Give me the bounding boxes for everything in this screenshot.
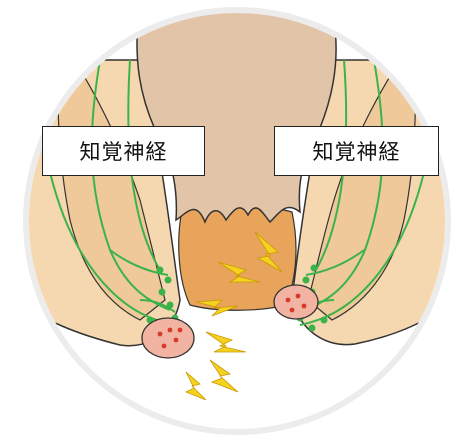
sensory-nerve-label-right: 知覚神経 bbox=[274, 126, 439, 176]
sensory-nerve-label-left: 知覚神経 bbox=[42, 126, 205, 176]
right-hemorrhoid bbox=[274, 285, 318, 319]
left-hemorrhoid bbox=[142, 318, 194, 358]
